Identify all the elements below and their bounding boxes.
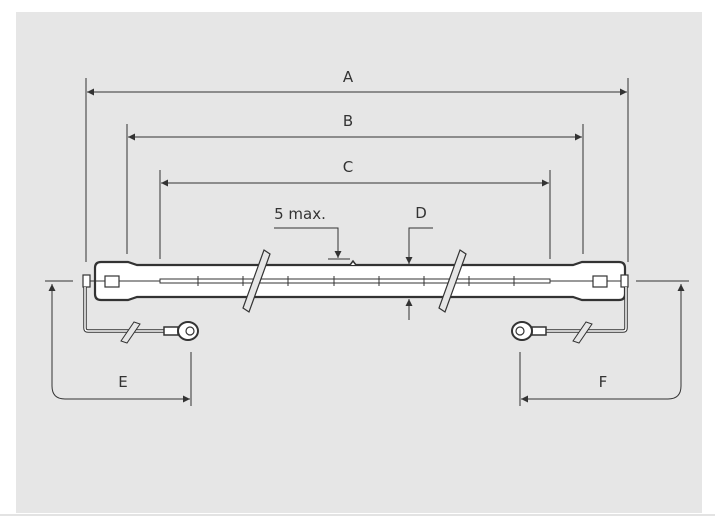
dimension-a: A [85,68,629,262]
right-end-cap [592,275,608,288]
dimension-f: F [519,284,685,406]
max-deviation-label: 5 max. [274,205,326,223]
bottom-divider [0,514,715,516]
dimension-b: B [126,112,584,254]
dimension-c-label: C [343,158,353,176]
dimension-e-label: E [118,373,127,391]
left-end-cap [104,275,120,288]
dimension-e: E [48,284,192,406]
dimension-d: D [405,204,433,320]
dimension-d-label: D [415,204,427,222]
dimension-a-label: A [343,68,354,86]
dimension-f-label: F [599,373,608,391]
dimension-b-label: B [343,112,353,130]
max-deviation-annotation: 5 max. [274,205,350,260]
right-nut [620,274,629,288]
left-nut [82,274,91,288]
dimension-c: C [159,158,551,259]
tube-break-marks [242,249,467,313]
lamp-tube [82,259,629,302]
